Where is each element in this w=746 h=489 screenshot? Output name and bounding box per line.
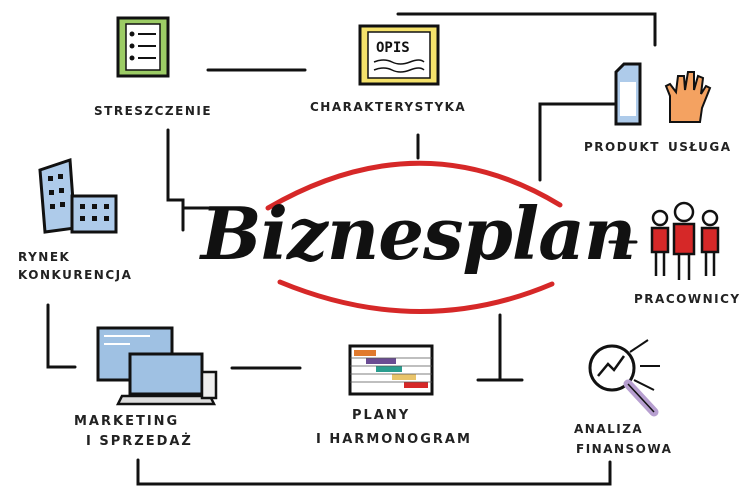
node-description-label: CHARAKTERYSTYKA (310, 100, 467, 114)
connector-center-plans (476, 313, 524, 382)
node-staff-label: PRACOWNICY (634, 292, 741, 306)
node-service-label: USŁUGA (668, 140, 732, 154)
service-hand-icon (664, 71, 712, 123)
node-market-label-1: RYNEK (18, 250, 71, 264)
title-top-arc (265, 160, 563, 211)
connector-bottom (136, 458, 612, 486)
center-title: Biznesplan (200, 190, 636, 276)
node-finance-label-1: ANALIZA (574, 422, 644, 436)
people-icon (650, 201, 720, 280)
connector-lines (46, 12, 657, 486)
document-icon-label: OPIS (376, 40, 410, 56)
title-bottom-arc (277, 279, 555, 314)
node-plans-label-2: I HARMONOGRAM (316, 432, 472, 447)
buildings-icon (38, 157, 118, 234)
connector-summary-center (166, 128, 227, 232)
gantt-chart-icon (348, 344, 434, 396)
node-summary-label: STRESZCZENIE (94, 104, 213, 118)
connector-top-right (396, 12, 657, 47)
checklist-icon (116, 16, 170, 78)
magnifier-chart-icon (588, 339, 660, 417)
node-plans-label-1: PLANY (352, 408, 411, 423)
document-icon (358, 24, 440, 86)
node-market-label-2: KONKURENCJA (18, 268, 133, 282)
node-product-label: PRODUKT (584, 140, 660, 154)
product-bottle-icon (614, 62, 642, 126)
node-marketing-label-1: MARKETING (74, 414, 180, 429)
node-marketing-label-2: I SPRZEDAŻ (86, 434, 193, 449)
node-finance-label-2: FINANSOWA (576, 442, 673, 456)
computer-icon (96, 326, 218, 406)
connector-market-marketing (46, 303, 77, 369)
connector-product-center (538, 102, 622, 182)
